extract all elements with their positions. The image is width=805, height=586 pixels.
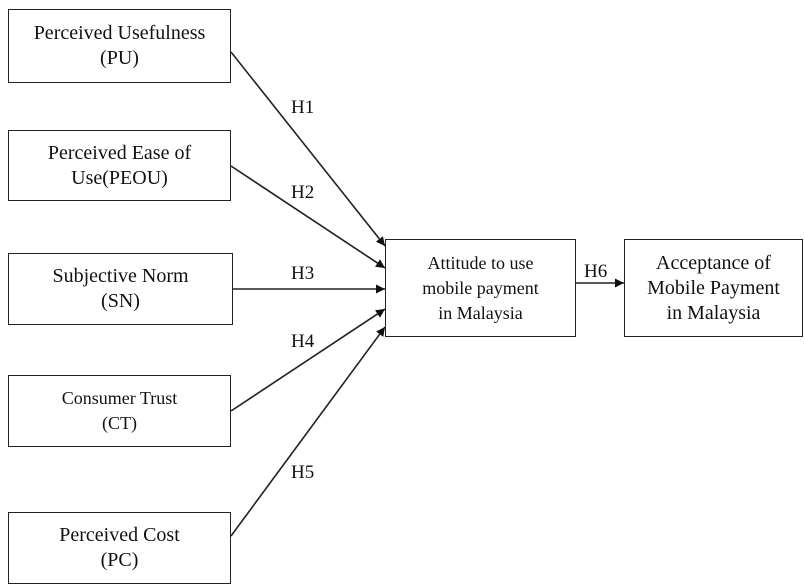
arrow-h1: [230, 51, 386, 247]
box-pu-line2: (PU): [100, 47, 139, 69]
box-acceptance: Acceptance of Mobile Payment in Malaysia: [624, 239, 803, 337]
label-h5: H5: [291, 462, 315, 483]
label-h1: H1: [291, 97, 315, 118]
label-h4: H4: [291, 331, 315, 352]
label-h6: H6: [584, 261, 608, 282]
box-pc-line2: (PC): [100, 549, 139, 571]
label-h3: H3: [291, 263, 315, 284]
box-attitude-line1: Attitude to use: [427, 252, 534, 273]
arrow-h4: [230, 308, 386, 412]
box-acceptance-line1: Acceptance of: [656, 251, 771, 274]
box-attitude-line2: mobile payment: [422, 277, 539, 298]
box-perceived-ease-of-use: Perceived Ease of Use(PEOU): [8, 130, 231, 201]
box-subjective-norm: Subjective Norm (SN): [8, 253, 233, 325]
arrow-h5: [230, 326, 386, 537]
arrow-h2: [230, 165, 386, 269]
box-ct-line2: (CT): [102, 413, 137, 433]
box-pu-line1: Perceived Usefulness: [33, 22, 206, 44]
box-acceptance-line2: Mobile Payment: [647, 276, 780, 299]
box-attitude-line3: in Malaysia: [438, 302, 523, 323]
box-ct-line1: Consumer Trust: [61, 388, 178, 408]
box-peou-line1: Perceived Ease of: [47, 141, 192, 164]
box-sn-line2: (SN): [101, 290, 140, 312]
box-perceived-usefulness: Perceived Usefulness (PU): [8, 9, 231, 83]
box-perceived-cost: Perceived Cost (PC): [8, 512, 231, 584]
box-consumer-trust: Consumer Trust (CT): [8, 375, 231, 447]
box-attitude: Attitude to use mobile payment in Malays…: [385, 239, 576, 337]
box-peou-line2: Use(PEOU): [71, 166, 168, 189]
box-acceptance-line3: in Malaysia: [666, 301, 761, 324]
box-sn-line1: Subjective Norm: [52, 265, 189, 287]
box-pc-line1: Perceived Cost: [59, 524, 180, 546]
label-h2: H2: [291, 182, 315, 203]
